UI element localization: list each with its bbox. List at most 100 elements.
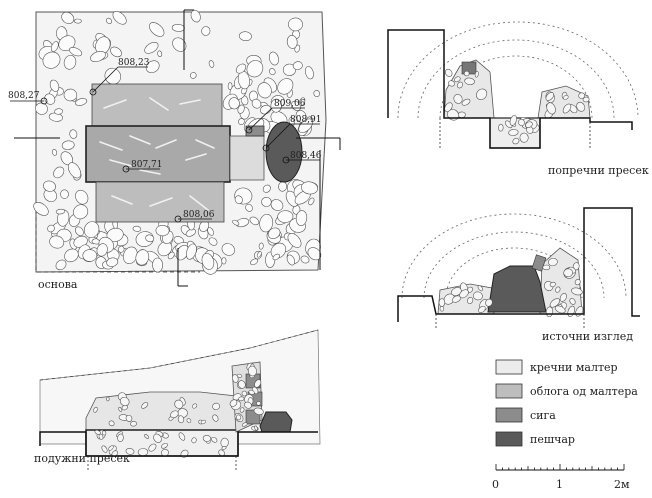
rubble-stone <box>157 241 173 257</box>
rubble-stone <box>212 414 219 422</box>
longitudinal-section-view: подужни пресек <box>34 329 321 472</box>
rubble-stone <box>267 227 281 240</box>
legend-swatch-mortar-lining <box>495 383 523 399</box>
rubble-stone <box>101 445 108 453</box>
rubble-stone <box>270 242 287 259</box>
rubble-stone <box>53 166 65 179</box>
cross-section-stones <box>444 68 590 145</box>
east-sandstone-slab <box>265 121 303 183</box>
long-section-stones <box>93 362 264 458</box>
rubble-stone <box>125 414 133 422</box>
rubble-stone <box>509 115 517 126</box>
long-soil-top-dashed <box>39 329 319 381</box>
rubble-stone <box>117 245 125 253</box>
rubble-stone <box>153 433 162 443</box>
rubble-stone <box>478 305 486 313</box>
rubble-stone <box>177 415 185 424</box>
rubble-stone <box>578 92 586 99</box>
rubble-stone <box>157 50 163 58</box>
rubble-stone <box>178 432 186 441</box>
rubble-stone <box>563 94 569 100</box>
rubble-stone <box>249 216 260 226</box>
rubble-stone <box>155 224 170 237</box>
rubble-stone <box>148 443 157 452</box>
rubble-stone <box>525 121 533 128</box>
plan-caption: основа <box>38 278 78 291</box>
rubble-stone <box>463 70 470 77</box>
rubble-stone <box>245 203 253 212</box>
bone <box>149 97 169 111</box>
rubble-stone <box>125 448 135 455</box>
rubble-stone <box>190 72 197 79</box>
rubble-stone <box>144 434 150 439</box>
elevation-label-808-46: 808,46 <box>290 151 322 161</box>
rubble-stone <box>75 189 89 205</box>
rubble-stone <box>270 98 282 113</box>
rubble-stone <box>186 243 197 260</box>
rubble-stone <box>295 210 308 226</box>
rubble-stone <box>152 257 164 273</box>
rubble-stone <box>174 399 184 409</box>
legend-label-sinter: сига <box>530 409 556 422</box>
bone <box>179 99 201 105</box>
rubble-stone <box>474 71 479 78</box>
rubble-stone <box>237 104 245 114</box>
rubble-stone <box>300 255 310 264</box>
rubble-stone <box>51 149 58 156</box>
east-sinter-block <box>245 125 265 137</box>
rubble-stone <box>232 219 240 226</box>
rubble-stone <box>108 420 115 427</box>
rubble-stone <box>55 259 67 271</box>
rubble-stone <box>262 184 271 193</box>
rubble-stone <box>548 257 558 267</box>
rubble-stone <box>261 196 272 207</box>
rubble-stone <box>272 253 280 261</box>
rubble-stone <box>145 234 155 243</box>
bone <box>189 195 209 211</box>
rubble-stone <box>207 227 214 236</box>
rubble-stone <box>301 181 318 195</box>
rubble-stone <box>63 88 78 102</box>
bone <box>103 99 127 109</box>
rubble-stone <box>228 97 240 110</box>
elevation-label-807-71: 807,71 <box>131 160 163 170</box>
rubble-stone <box>42 51 61 69</box>
east-view-caption: источни изглед <box>542 330 633 343</box>
rubble-stone <box>559 293 567 302</box>
skeletal-remains <box>99 97 215 211</box>
rubble-stone <box>248 389 255 395</box>
rubble-stone <box>313 90 320 97</box>
rubble-stone <box>571 287 583 296</box>
elevation-markers <box>10 66 320 223</box>
rubble-stone <box>221 243 235 256</box>
cross-section-view: попречни пресек <box>387 21 649 177</box>
rubble-stone <box>238 31 252 42</box>
rubble-stone <box>61 140 75 150</box>
rubble-stone <box>238 118 245 125</box>
bone <box>195 139 215 149</box>
rubble-stone <box>241 390 247 397</box>
rubble-stone <box>96 243 108 257</box>
rubble-stone <box>73 18 82 24</box>
rubble-stone <box>237 380 246 389</box>
rubble-stone <box>457 111 466 119</box>
east-view-stones <box>438 257 584 318</box>
rubble-stone <box>130 421 137 427</box>
rubble-stone <box>202 434 211 442</box>
rubble-stone <box>192 403 198 409</box>
plan-stones <box>33 9 322 275</box>
rubble-stone <box>452 295 461 303</box>
rubble-stone <box>247 365 257 377</box>
tomb-mortar-top <box>91 83 223 129</box>
rubble-stone <box>576 101 586 112</box>
rubble-stone <box>308 197 315 206</box>
plan-dashed-boundary <box>35 210 200 273</box>
rubble-stone <box>218 449 225 457</box>
rubble-stone <box>55 208 66 215</box>
rubble-stone <box>545 92 555 101</box>
rubble-stone <box>43 188 57 202</box>
rubble-stone <box>485 298 493 307</box>
rubble-stone <box>304 66 314 80</box>
rubble-stone <box>112 11 127 25</box>
elevation-label-808-27: 808,27 <box>8 91 40 101</box>
